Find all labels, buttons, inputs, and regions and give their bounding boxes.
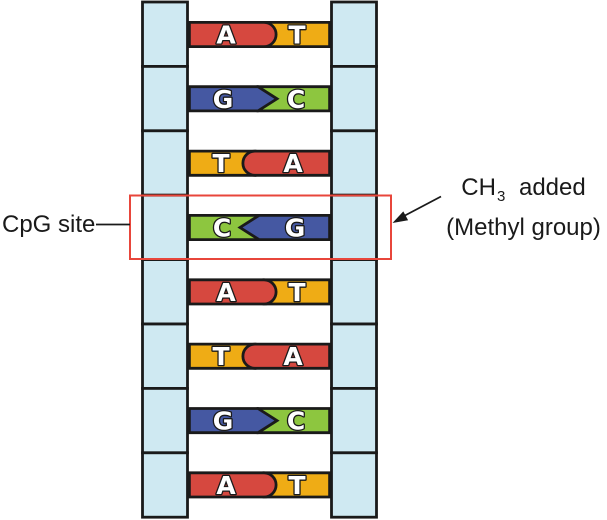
methyl-label-line1: CH3 added: [440, 172, 607, 212]
adenine-shape: [241, 342, 331, 370]
methyl-label-line2: (Methyl group): [446, 213, 601, 241]
base-letter: A: [283, 342, 303, 371]
base-letter: G: [213, 407, 234, 436]
adenine-shape: [241, 149, 331, 177]
base-letter: A: [283, 149, 303, 178]
guanine-shape: [237, 214, 331, 241]
guanine-shape: [188, 407, 280, 435]
backbone-segment: [141, 65, 189, 133]
base-pair-row-cpg: C G: [188, 212, 331, 244]
backbone-segment: [141, 129, 189, 197]
base-letter: A: [216, 21, 236, 50]
base-pair-row: T A: [188, 148, 331, 179]
base-letter: C: [213, 214, 231, 243]
backbone-segment: [330, 0, 378, 68]
cpg-site-label: CpG site: [2, 211, 96, 238]
base-letter: G: [285, 214, 306, 243]
backbone-segment: [141, 258, 189, 326]
adenine-shape: [188, 21, 278, 48]
base-letter: G: [213, 85, 234, 114]
base-pair-row: A T: [188, 470, 331, 501]
methyl-formula-subscript: 3: [496, 187, 506, 205]
methyl-added-text: added: [512, 174, 586, 201]
methyl-formula-text: CH: [461, 174, 496, 201]
base-pair-row: A T: [188, 277, 331, 308]
base-letter: T: [212, 149, 229, 178]
backbone-segment: [141, 451, 189, 519]
backbone-segment: [330, 65, 378, 133]
base-letter: T: [288, 278, 305, 307]
methyl-arrow-line: [403, 195, 442, 217]
backbone-segment: [330, 129, 378, 197]
base-letter: C: [287, 407, 305, 436]
base-pair-row: G C: [188, 405, 331, 437]
base-pair-row: T A: [188, 341, 331, 373]
backbone-segment: [141, 322, 189, 390]
right-backbone: [330, 0, 378, 519]
methyl-arrow: [392, 195, 442, 223]
backbone-segment: [141, 0, 189, 68]
backbone-segment: [330, 322, 378, 390]
backbone-segment: [141, 386, 189, 455]
left-backbone: [141, 0, 189, 519]
methyl-group-label: CH3 added (Methyl group): [440, 172, 607, 243]
backbone-segment: [141, 193, 189, 261]
adenine-shape: [188, 278, 278, 306]
backbone-segment: [330, 193, 378, 261]
base-pair-rows: A T G C T A C G: [188, 19, 331, 501]
methyl-arrowhead-icon: [392, 211, 409, 223]
base-letter: T: [212, 342, 229, 371]
base-letter: T: [288, 471, 305, 500]
guanine-shape: [188, 85, 280, 113]
base-letter: A: [216, 471, 236, 500]
base-letter: T: [288, 21, 305, 50]
backbone-segment: [330, 258, 378, 326]
backbone-segment: [330, 451, 378, 519]
base-pair-row: A T: [188, 19, 331, 51]
backbone-segment: [330, 386, 378, 455]
base-pair-row: G C: [188, 84, 331, 115]
base-letter: A: [216, 278, 236, 307]
base-letter: C: [287, 85, 305, 114]
adenine-shape: [188, 471, 278, 499]
cpg-highlight-box: [129, 194, 392, 260]
